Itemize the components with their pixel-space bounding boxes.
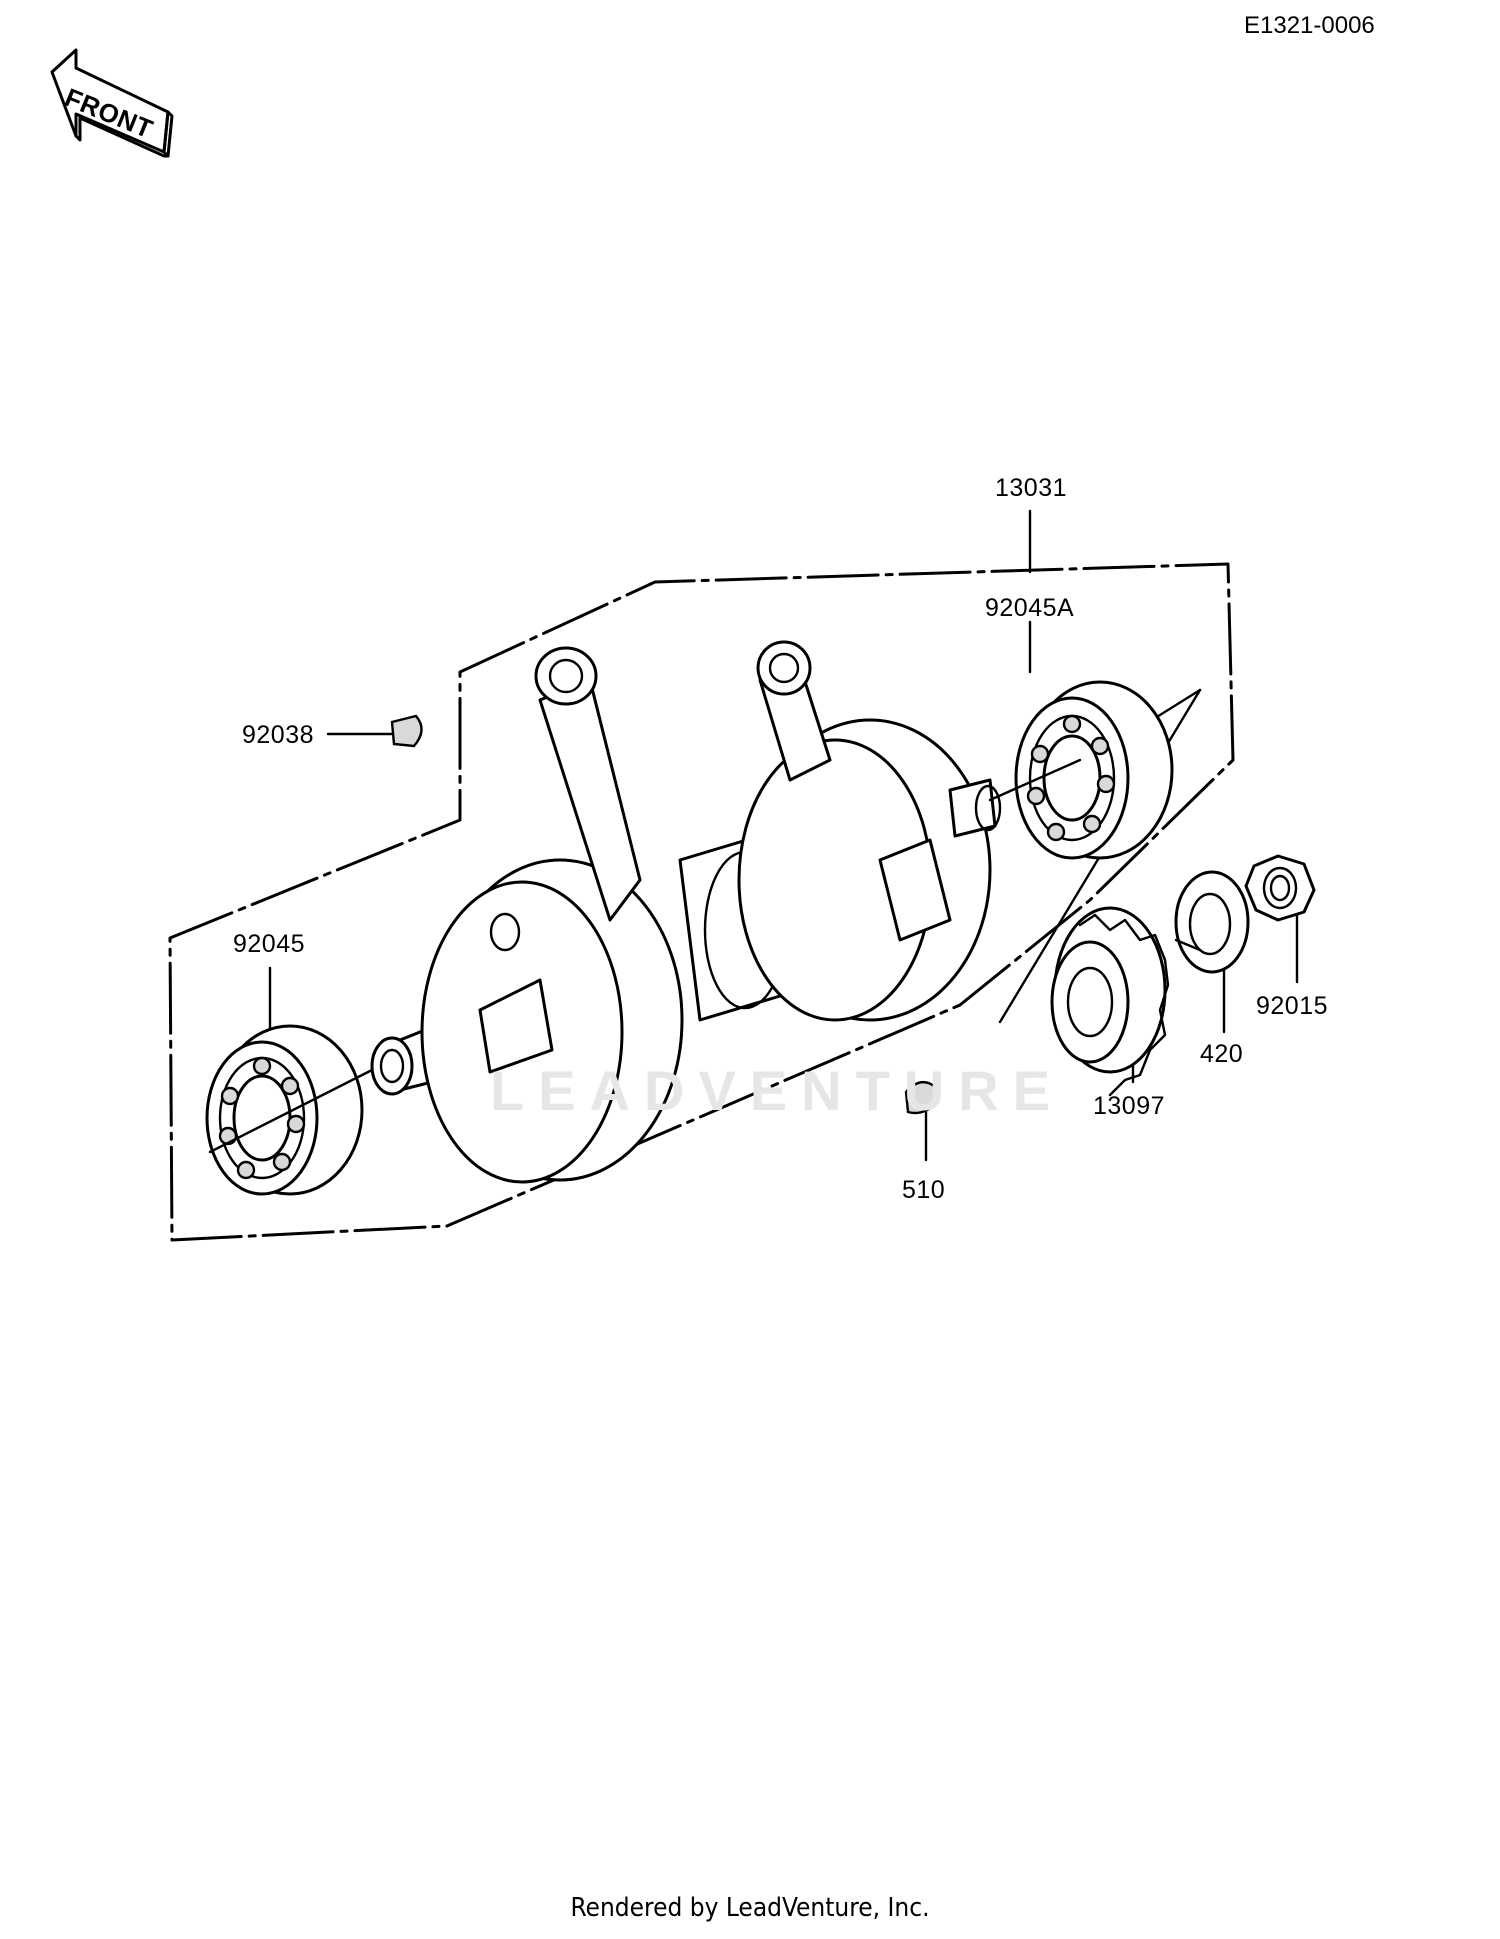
part-label-92045: 92045	[233, 930, 306, 958]
crankshaft-right-shaft	[948, 778, 1002, 838]
bearing-right	[988, 680, 1174, 860]
document-id: E1321-0006	[1244, 12, 1375, 39]
connecting-rod-left	[534, 646, 642, 922]
connecting-rod-right	[756, 640, 832, 782]
part-label-13097: 13097	[1093, 1092, 1166, 1120]
washer	[1174, 870, 1250, 974]
flywheel-left	[420, 858, 684, 1184]
part-label-420: 420	[1200, 1040, 1244, 1068]
part-label-92045A: 92045A	[985, 594, 1075, 622]
gear	[1050, 906, 1170, 1097]
flywheel-right	[737, 718, 992, 1022]
nut	[1244, 854, 1316, 922]
footer-credit: Rendered by LeadVenture, Inc.	[570, 1893, 930, 1923]
part-label-92015: 92015	[1256, 992, 1329, 1020]
part-label-92038: 92038	[242, 721, 315, 749]
part-label-13031: 13031	[995, 474, 1068, 502]
front-arrow-icon	[50, 48, 174, 158]
assembly-boundary	[168, 562, 1235, 1242]
bearing-left	[205, 1024, 374, 1196]
key-left	[390, 714, 423, 748]
watermark: LEADVENTURE	[490, 1059, 1065, 1122]
woodruff-key	[904, 1080, 938, 1115]
part-label-510: 510	[902, 1176, 946, 1204]
